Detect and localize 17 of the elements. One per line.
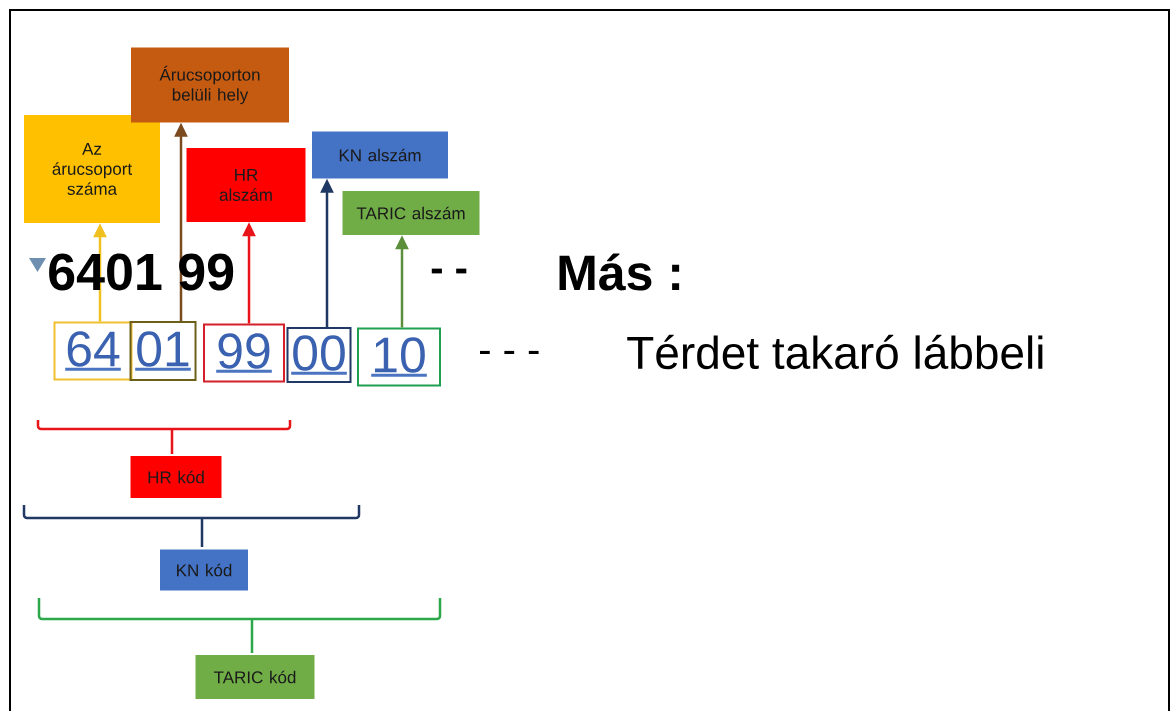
digit-box: 10 (357, 327, 441, 387)
digit-box: 00 (286, 327, 352, 383)
description-text: Térdet takaró lábbeli (627, 334, 1043, 370)
label-box: Árucsoporton belüli hely (131, 47, 289, 123)
label-box: Az árucsoport száma (24, 115, 160, 223)
label-box: KN alszám (312, 131, 448, 179)
digit-box: 01 (129, 321, 197, 381)
label-box: KN kód (160, 549, 248, 591)
label-box: HR kód (130, 456, 222, 498)
label-box: HR alszám (186, 148, 306, 222)
dash-marks: - - (431, 268, 467, 274)
label-box: TARIC alszám (342, 191, 480, 235)
label-box: TARIC kód (195, 655, 315, 699)
digit-box: 99 (203, 323, 285, 383)
digit-box: 64 (53, 321, 133, 381)
dash-marks: - - - (480, 350, 539, 354)
heading-text: Más : (559, 253, 680, 291)
